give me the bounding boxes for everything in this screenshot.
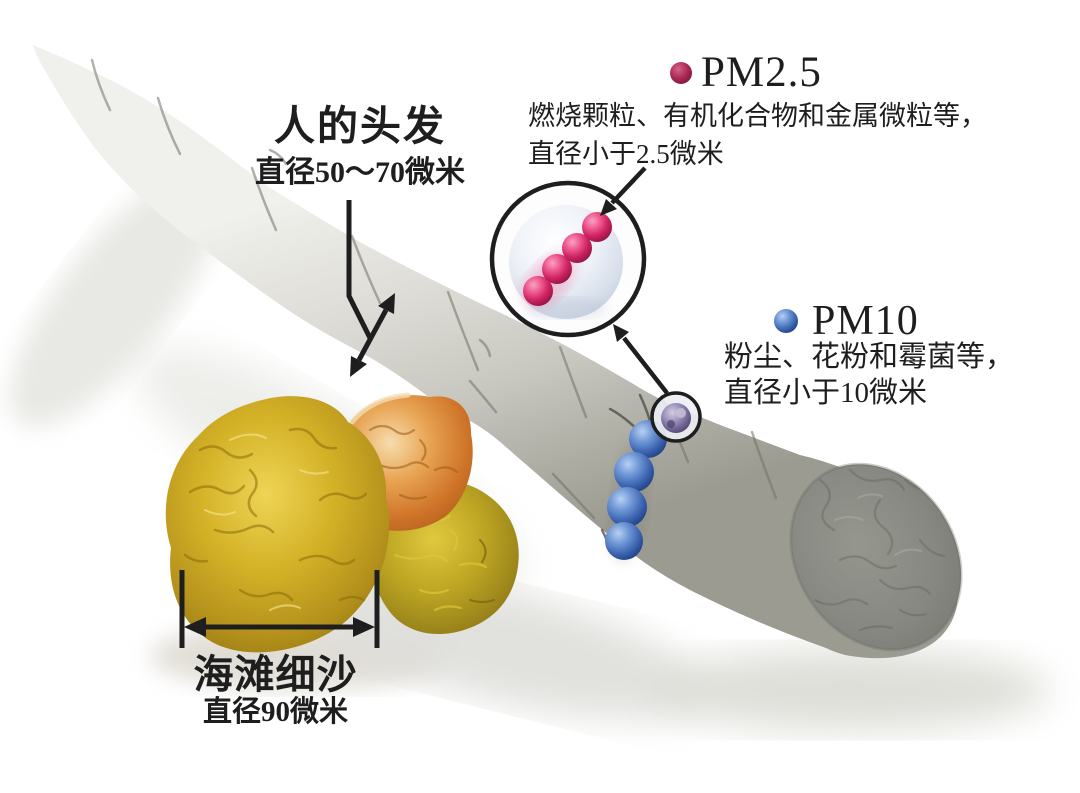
- pm10-particle: [605, 522, 643, 560]
- magnifier-zoom-arrow: [613, 324, 669, 395]
- hair-pointer: [346, 200, 395, 377]
- pm25-description-line1: 燃烧颗粒、有机化合物和金属微粒等，: [528, 101, 987, 131]
- pm10-particle: [614, 452, 654, 492]
- pm25-particle: [582, 212, 612, 242]
- hair-label: 人的头发: [274, 103, 446, 149]
- measure-arrowhead-left: [184, 617, 206, 637]
- pm25-description-line2: 直径小于2.5微米: [528, 139, 724, 169]
- measure-arrowhead-right: [353, 617, 375, 637]
- hair-diameter-arrow-shaft: [356, 308, 389, 362]
- pm25-description: 燃烧颗粒、有机化合物和金属微粒等， 直径小于2.5微米: [528, 97, 987, 173]
- pm25-label: PM2.5: [701, 49, 822, 96]
- hair-diameter-label: 直径50～70微米: [255, 156, 465, 189]
- pm25-arrow: [600, 166, 647, 216]
- hair-pointer-line: [346, 200, 373, 340]
- pm10-description-line2: 直径小于10微米: [724, 377, 928, 409]
- pm10-circled-particle: [661, 403, 691, 433]
- hair-cross-section: [789, 462, 963, 652]
- pm10-label: PM10: [812, 298, 919, 344]
- sand-label: 海滩细沙: [193, 652, 358, 697]
- pm10-description-line1: 粉尘、花粉和霉菌等，: [724, 341, 1015, 373]
- pm25-particles: [523, 212, 612, 306]
- pm10-dot-icon: [774, 309, 798, 333]
- pm25-particle: [523, 276, 553, 306]
- hair-diameter-arrowhead-down: [350, 356, 367, 377]
- sand-grain-large: [165, 396, 390, 653]
- pm10-particle: [607, 487, 647, 527]
- pm25-particle: [562, 233, 592, 263]
- pm10-particle-chain: [600, 393, 667, 562]
- hair-diameter-arrowhead-up: [378, 293, 395, 314]
- sand-diameter-label: 直径90微米: [202, 696, 348, 728]
- pm10-highlight-circle: [650, 391, 702, 443]
- human-hair: [33, 45, 963, 659]
- pm25-particle: [542, 254, 572, 284]
- pm10-description: 粉尘、花粉和霉菌等， 直径小于10微米: [724, 339, 1014, 411]
- sand-measure-bracket: [179, 570, 380, 648]
- magnifier-circle: [489, 180, 647, 338]
- hair-shaft: [33, 45, 959, 659]
- pm25-dot-icon: [670, 62, 692, 84]
- sand-grains: [165, 392, 519, 653]
